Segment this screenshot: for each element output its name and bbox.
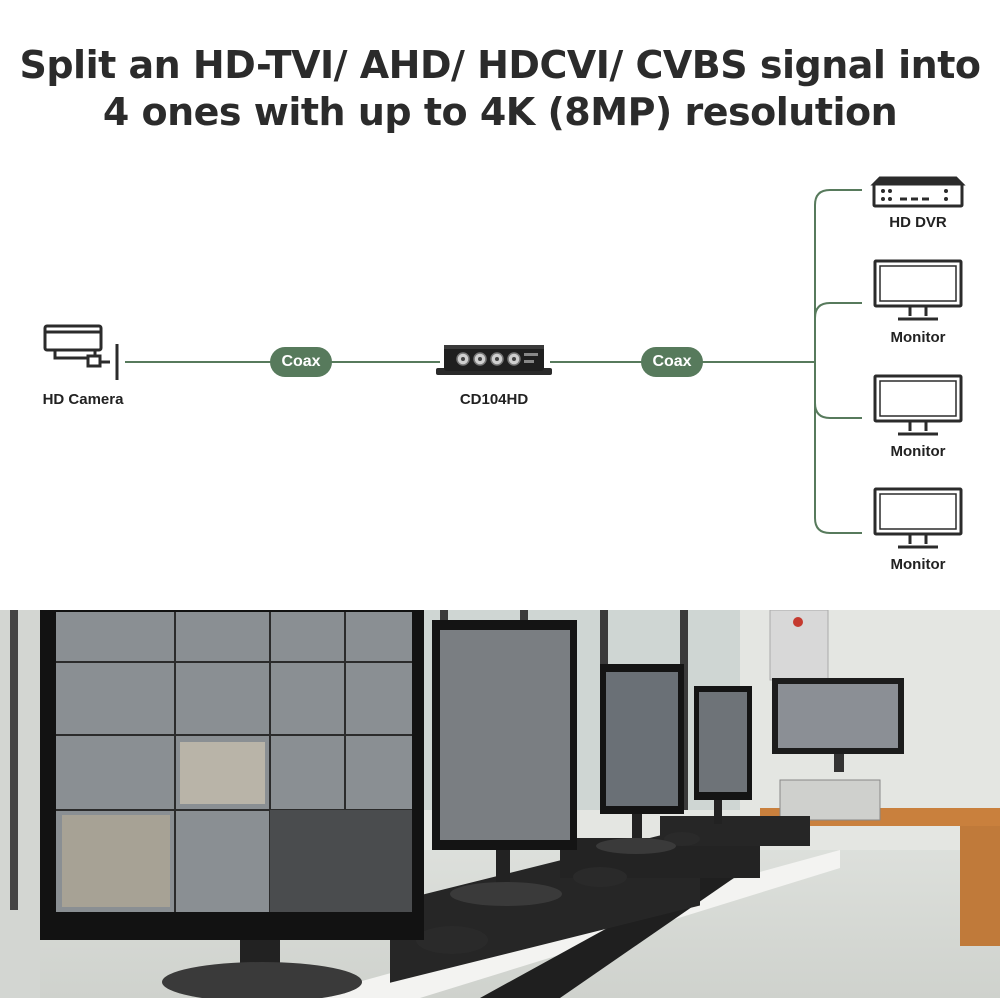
monitor-label-1: Monitor	[890, 329, 946, 346]
coax-label-input: Coax	[270, 347, 332, 377]
dvr-label: HD DVR	[889, 214, 947, 231]
branch-monitor-1	[814, 302, 862, 362]
coax-label-output: Coax	[641, 347, 703, 377]
headline: Split an HD-TVI/ AHD/ HDCVI/ CVBS signal…	[0, 42, 1000, 136]
branch-monitor-2	[814, 362, 862, 419]
headline-line-2: 4 ones with up to 4K (8MP) resolution	[102, 90, 898, 134]
distribution-bus	[814, 189, 862, 534]
signal-diagram	[43, 176, 966, 549]
monitor-label-3: Monitor	[890, 556, 946, 573]
monitor-icon	[873, 259, 963, 321]
cctv-camera-icon	[43, 324, 119, 380]
monitor-label-2: Monitor	[890, 443, 946, 460]
headline-line-1: Split an HD-TVI/ AHD/ HDCVI/ CVBS signal…	[19, 43, 981, 87]
splitter-label: CD104HD	[459, 391, 529, 408]
splitter-box-icon	[436, 345, 552, 375]
dvr-icon	[870, 176, 966, 208]
surveillance-monitors-photo	[0, 610, 1000, 998]
camera-label: HD Camera	[42, 391, 124, 408]
monitor-icon	[873, 487, 963, 549]
photo-scene	[0, 610, 1000, 998]
monitor-icon	[873, 374, 963, 436]
